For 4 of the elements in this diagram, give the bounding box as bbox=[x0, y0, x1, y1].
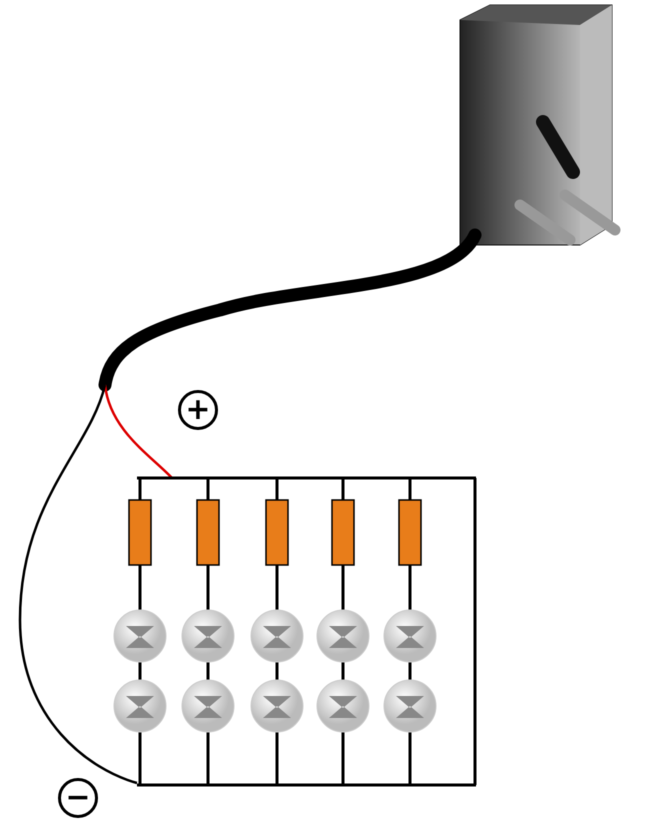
polarity-circle bbox=[58, 778, 98, 818]
polarity-sign: + bbox=[185, 395, 211, 425]
polarity-sign: − bbox=[65, 783, 91, 813]
polarity-circle bbox=[178, 390, 218, 430]
